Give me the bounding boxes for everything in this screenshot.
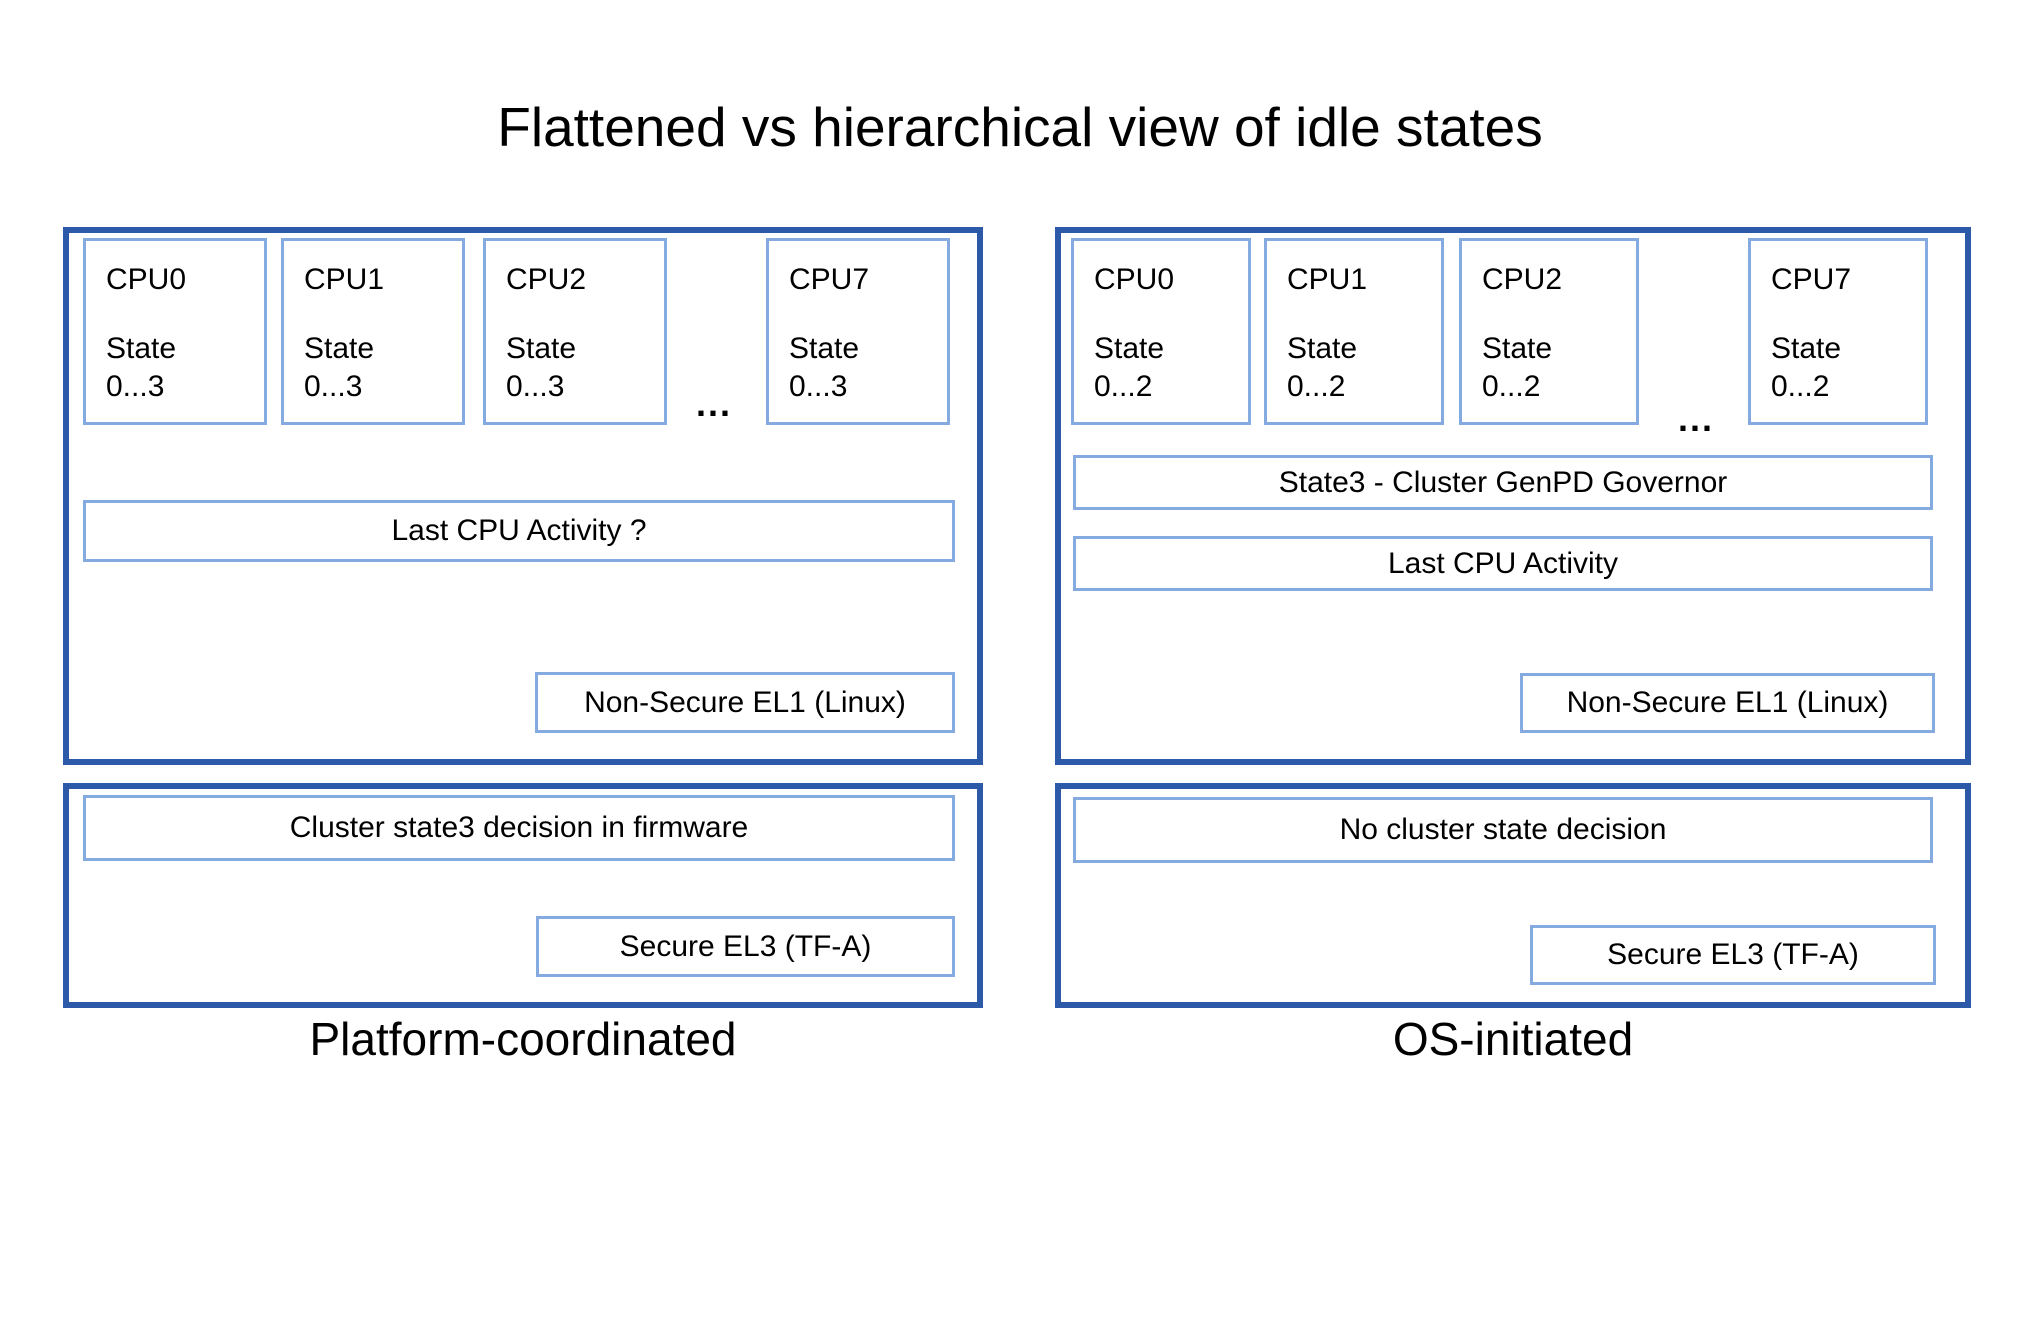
cpu-state-range: 0...2 xyxy=(1094,369,1153,403)
cpu7-box: CPU7 State 0...2 xyxy=(1748,238,1928,425)
cluster-decision-box: No cluster state decision xyxy=(1073,797,1933,863)
cpu-name: CPU2 xyxy=(1482,263,1563,296)
cpu-state-range: 0...2 xyxy=(1287,369,1346,403)
cpu0-box: CPU0 State 0...2 xyxy=(1071,238,1251,425)
cpu-name: CPU7 xyxy=(1771,263,1852,296)
cpu-state-word: State xyxy=(789,331,860,365)
platform-coordinated-nonsecure-panel: CPU0 State 0...3 CPU1 State 0...3 CPU2 S… xyxy=(63,227,983,765)
cpu2-box: CPU2 State 0...3 xyxy=(483,238,667,425)
cpu-name: CPU7 xyxy=(789,263,870,296)
secure-el3-box: Secure EL3 (TF-A) xyxy=(1530,925,1936,985)
cpu-state-word: State xyxy=(1771,331,1842,365)
cpu-state: State 0...3 xyxy=(789,330,859,406)
last-cpu-activity-box: Last CPU Activity ? xyxy=(83,500,955,562)
cpu-state-range: 0...3 xyxy=(304,369,363,403)
slide-title: Flattened vs hierarchical view of idle s… xyxy=(497,96,1543,158)
cpu-state: State 0...2 xyxy=(1771,330,1841,406)
cpu-state-range: 0...3 xyxy=(789,369,848,403)
cpu-name: CPU1 xyxy=(304,263,385,296)
cpu-state: State 0...3 xyxy=(106,330,176,406)
cpu-name: CPU2 xyxy=(506,263,587,296)
os-initiated-caption: OS-initiated xyxy=(1392,1013,1634,1065)
non-secure-el1-box: Non-Secure EL1 (Linux) xyxy=(535,672,955,733)
os-initiated-nonsecure-panel: CPU0 State 0...2 CPU1 State 0...2 CPU2 S… xyxy=(1055,227,1971,765)
cpu0-box: CPU0 State 0...3 xyxy=(83,238,267,425)
cpu-state-word: State xyxy=(1482,331,1553,365)
cluster-decision-box: Cluster state3 decision in firmware xyxy=(83,795,955,861)
cpu-state-word: State xyxy=(1287,331,1358,365)
cpu-name: CPU0 xyxy=(106,263,187,296)
cpu-state: State 0...2 xyxy=(1287,330,1357,406)
cpu-state-word: State xyxy=(506,331,577,365)
platform-coordinated-caption: Platform-coordinated xyxy=(309,1013,737,1065)
cpu-state-word: State xyxy=(304,331,375,365)
cpu-ellipsis: ... xyxy=(695,383,732,424)
cpu7-box: CPU7 State 0...3 xyxy=(766,238,950,425)
cpu-name: CPU1 xyxy=(1287,263,1368,296)
secure-el3-box: Secure EL3 (TF-A) xyxy=(536,916,955,977)
non-secure-el1-box: Non-Secure EL1 (Linux) xyxy=(1520,673,1935,733)
last-cpu-activity-box: Last CPU Activity xyxy=(1073,536,1933,591)
cpu-name: CPU0 xyxy=(1094,263,1175,296)
cpu-state: State 0...2 xyxy=(1482,330,1552,406)
os-initiated-secure-panel: No cluster state decision Secure EL3 (TF… xyxy=(1055,783,1971,1008)
cpu-state-range: 0...2 xyxy=(1771,369,1830,403)
platform-coordinated-secure-panel: Cluster state3 decision in firmware Secu… xyxy=(63,783,983,1008)
cpu-state-range: 0...2 xyxy=(1482,369,1541,403)
cpu1-box: CPU1 State 0...3 xyxy=(281,238,465,425)
cpu1-box: CPU1 State 0...2 xyxy=(1264,238,1444,425)
cpu-state-word: State xyxy=(1094,331,1165,365)
cpu-ellipsis: ... xyxy=(1677,398,1714,439)
genpd-governor-box: State3 - Cluster GenPD Governor xyxy=(1073,455,1933,510)
cpu-state-word: State xyxy=(106,331,177,365)
cpu-state-range: 0...3 xyxy=(106,369,165,403)
cpu2-box: CPU2 State 0...2 xyxy=(1459,238,1639,425)
cpu-state: State 0...3 xyxy=(506,330,576,406)
cpu-state-range: 0...3 xyxy=(506,369,565,403)
cpu-state: State 0...2 xyxy=(1094,330,1164,406)
cpu-state: State 0...3 xyxy=(304,330,374,406)
